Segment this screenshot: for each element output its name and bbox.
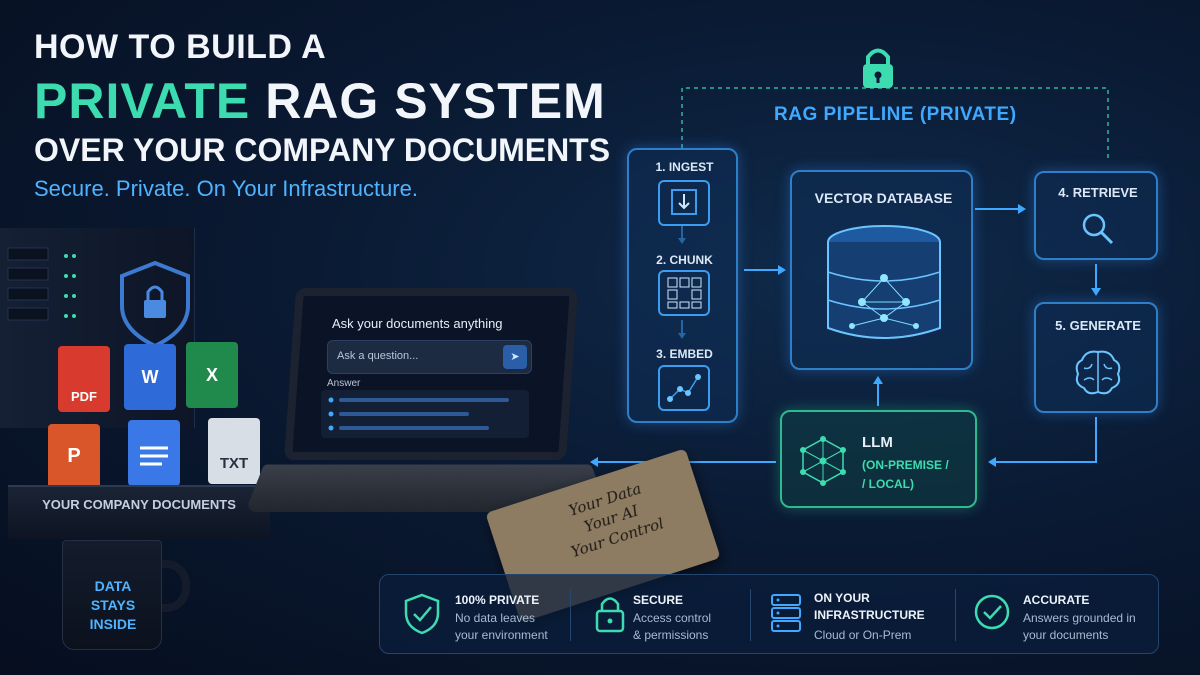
mug: DATA STAYS INSIDE (62, 540, 162, 650)
chat-title: Ask your documents anything (332, 316, 503, 331)
retrieve-label: 4. RETRIEVE (1058, 185, 1138, 200)
llm-sub-line-2: / LOCAL) (862, 477, 914, 491)
shelf-label: YOUR COMPANY DOCUMENTS (42, 497, 236, 512)
title-line-3: OVER YOUR COMPANY DOCUMENTS (34, 132, 611, 168)
shield-check-icon (404, 593, 440, 635)
pdf-label: PDF (71, 389, 97, 404)
send-button[interactable]: ➤ (503, 345, 527, 369)
feature-infrastructure: ON YOUR INFRASTRUCTURE Cloud or On-Prem (750, 575, 955, 655)
llm-title: LLM (862, 434, 893, 451)
mug-line-1: DATA (94, 578, 132, 594)
title-rest: RAG SYSTEM (265, 73, 606, 129)
feature-infra-desc: Cloud or On-Prem (814, 628, 912, 642)
server-rack-graphic (7, 247, 190, 349)
title-line-2: PRIVATE RAG SYSTEM (34, 72, 606, 130)
mug-line-3: INSIDE (89, 616, 137, 632)
question-input[interactable]: Ask a question... ➤ (327, 340, 532, 374)
feature-accurate-desc-1: Answers grounded in (1023, 611, 1136, 625)
generate-label: 5. GENERATE (1055, 318, 1141, 333)
feature-private-desc-2: your environment (455, 628, 548, 642)
powerpoint-document-icon: P (48, 424, 100, 490)
powerpoint-label: P (67, 445, 81, 467)
feature-secure-desc-2: & permissions (633, 628, 709, 642)
feature-private-title: 100% PRIVATE (455, 593, 540, 607)
docs-document-icon (128, 420, 180, 486)
ingest-chunk-embed-panel: 1. INGEST 2. CHUNK 3. EMBED (627, 148, 738, 423)
feature-infra-title-2: INFRASTRUCTURE (814, 608, 925, 622)
llm-sub-line-1: (ON-PREMISE / (862, 458, 949, 472)
llm-panel: LLM (ON-PREMISE / / LOCAL) (780, 410, 977, 508)
txt-label: TXT (219, 455, 249, 472)
vector-database-label: VECTOR DATABASE (814, 190, 953, 206)
feature-private: 100% PRIVATE No data leaves your environ… (380, 575, 570, 655)
database-icon (827, 225, 941, 339)
server-icon (771, 594, 801, 632)
features-bar: 100% PRIVATE No data leaves your environ… (379, 574, 1159, 654)
mug-line-2: STAYS (90, 597, 136, 613)
feature-secure: SECURE Access control & permissions (570, 575, 750, 655)
embedding-icon (658, 365, 710, 411)
word-document-icon: W (124, 344, 176, 410)
retrieve-panel: 4. RETRIEVE (1034, 171, 1158, 260)
mug-handle (158, 560, 190, 612)
feature-divider (570, 589, 571, 641)
word-label: W (141, 367, 159, 387)
neural-network-icon (800, 436, 846, 486)
excel-document-icon: X (186, 342, 238, 408)
title-line-1: HOW TO BUILD A (34, 28, 327, 66)
search-icon (1082, 213, 1114, 245)
download-icon (658, 180, 710, 226)
answer-label: Answer (327, 378, 361, 389)
title-highlight: PRIVATE (34, 73, 251, 129)
question-placeholder: Ask a question... (337, 350, 419, 362)
documents-shelf: YOUR COMPANY DOCUMENTS (8, 485, 270, 539)
feature-accurate: ACCURATE Answers grounded in your docume… (955, 575, 1160, 655)
check-circle-icon (974, 594, 1010, 630)
vector-database-panel: VECTOR DATABASE (790, 170, 973, 370)
pdf-document-icon: PDF (58, 346, 110, 412)
subtitle: Secure. Private. On Your Infrastructure. (34, 176, 418, 201)
excel-label: X (205, 365, 218, 385)
feature-private-desc-1: No data leaves (455, 611, 536, 625)
feature-secure-title: SECURE (633, 593, 684, 607)
chunks-icon (658, 270, 710, 316)
lock-icon (595, 597, 625, 633)
feature-infra-title: ON YOUR (814, 591, 870, 605)
feature-accurate-desc-2: your documents (1023, 628, 1109, 642)
stage-chunk-label: 2. CHUNK (656, 253, 713, 267)
feature-divider (955, 589, 956, 641)
feature-secure-desc-1: Access control (633, 611, 712, 625)
lock-icon (863, 48, 893, 88)
llm-subtitle: (ON-PREMISE / / LOCAL) (862, 456, 949, 494)
feature-accurate-title: ACCURATE (1023, 593, 1090, 607)
feature-divider (750, 589, 751, 641)
mug-text: DATA STAYS INSIDE (63, 577, 163, 634)
pipeline-title: RAG PIPELINE (PRIVATE) (774, 104, 1017, 125)
txt-document-icon: TXT (208, 418, 260, 484)
stage-ingest-label: 1. INGEST (655, 160, 714, 174)
brain-icon (1075, 350, 1121, 395)
stage-embed-label: 3. EMBED (656, 347, 713, 361)
answer-box (321, 390, 529, 438)
generate-panel: 5. GENERATE (1034, 302, 1158, 413)
